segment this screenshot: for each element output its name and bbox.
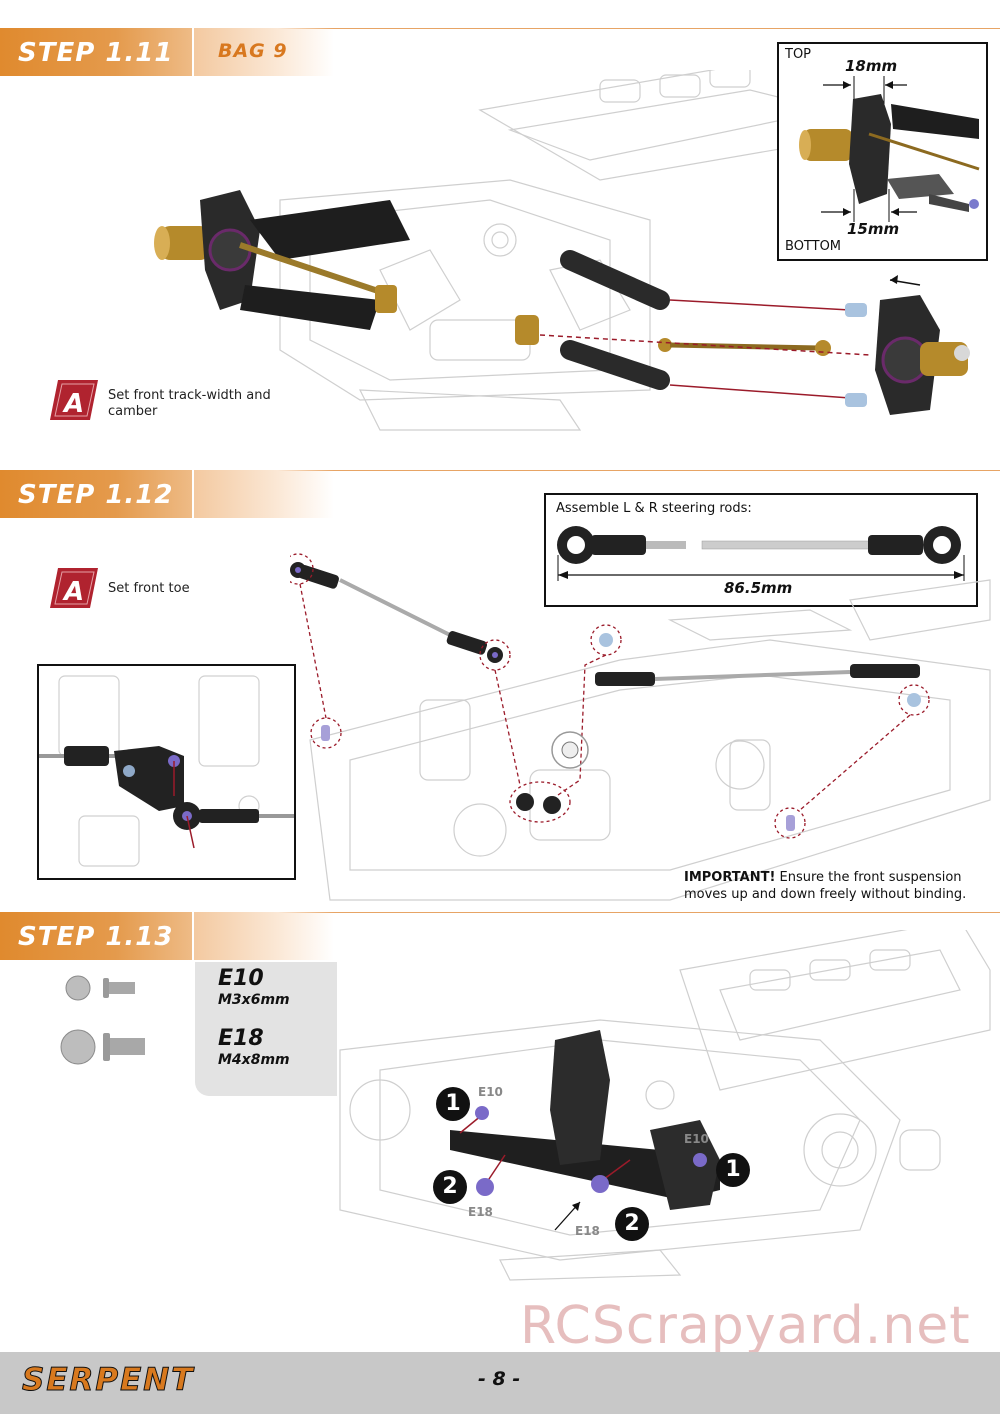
inset-bottom-label: BOTTOM [785, 239, 842, 254]
step-1-11-header: STEP 1.11 [0, 28, 192, 76]
steering-detail-drawing [39, 675, 294, 867]
part-e18-code: E18 [218, 1026, 264, 1051]
step-1-11-bag-bar [194, 28, 334, 76]
page-number: - 8 - [478, 1368, 521, 1390]
step-1-11-rule [0, 28, 1000, 29]
e18-label-left: E18 [468, 1205, 493, 1219]
callout-1-left: 1 [436, 1087, 470, 1121]
inset-bottom-dimension: 15mm [847, 220, 900, 238]
bag-label: BAG 9 [218, 40, 288, 62]
callout-2-right: 2 [615, 1207, 649, 1241]
important-text: Ensure the front suspension [779, 870, 962, 885]
part-e10-size: M3x6mm [218, 992, 290, 1008]
steering-rods-box: Assemble L & R steering rods: 86.5mm [544, 493, 978, 607]
parts-list-panel [195, 962, 337, 1096]
steering-rod-drawing [557, 526, 965, 581]
important-label: IMPORTANT! [684, 870, 776, 885]
inset-drawing [799, 76, 980, 222]
part-e18-size: M4x8mm [218, 1052, 290, 1068]
diff-outdrive-cup [515, 315, 539, 345]
note-front-toe: Set front toe [108, 581, 190, 596]
step-1-12-rule [0, 470, 1000, 471]
front-axle-assembly-drawing [154, 70, 970, 431]
svg-text:A: A [62, 389, 84, 419]
step-1-11-title: STEP 1.11 [18, 38, 174, 68]
steering-detail-inset [37, 664, 296, 880]
part-e10-code: E10 [218, 966, 264, 991]
step-1-13-rule [0, 912, 1000, 913]
step-1-12-fade [194, 470, 334, 518]
inset-top-dimension: 18mm [845, 57, 898, 75]
red-a-flag-icon: A [50, 568, 98, 608]
step-1-13-divider [192, 912, 194, 960]
camber-link-inset: TOP 18mm 15mm BOTTOM [777, 42, 988, 261]
page-footer [0, 1352, 1000, 1414]
step-1-13-title: STEP 1.13 [18, 922, 174, 952]
note-track-width: Set front track-width and camber [108, 388, 271, 419]
step-1-12-header: STEP 1.12 [0, 470, 192, 518]
step-1-13-header: STEP 1.13 [0, 912, 192, 960]
svg-text:A: A [62, 577, 84, 607]
red-a-flag-icon: A [50, 380, 98, 420]
front-bulkhead-drawing [339, 930, 991, 1281]
callout-2-left: 2 [433, 1170, 467, 1204]
step-1-12-title: STEP 1.12 [18, 480, 174, 510]
screw-parts-icons [60, 975, 145, 1065]
inset-top-label: TOP [785, 47, 812, 62]
step-1-11-divider [192, 28, 194, 76]
e18-label-right: E18 [575, 1224, 600, 1238]
steering-assembly-drawing [290, 553, 991, 901]
e10-label-right: E10 [684, 1132, 709, 1146]
callout-1-right: 1 [716, 1153, 750, 1187]
watermark-text: RCScrapyard.net [520, 1296, 971, 1356]
e10-label-left: E10 [478, 1085, 503, 1099]
serpent-logo: SERPENT [21, 1362, 195, 1399]
steering-rod-length: 86.5mm [724, 579, 793, 597]
important-text-line2: moves up and down freely without binding… [684, 887, 967, 902]
important-note: IMPORTANT! Ensure the front suspension m… [684, 869, 966, 903]
steering-rods-label: Assemble L & R steering rods: [556, 501, 752, 516]
step-1-13-fade [194, 912, 334, 960]
step-1-12-divider [192, 470, 194, 518]
